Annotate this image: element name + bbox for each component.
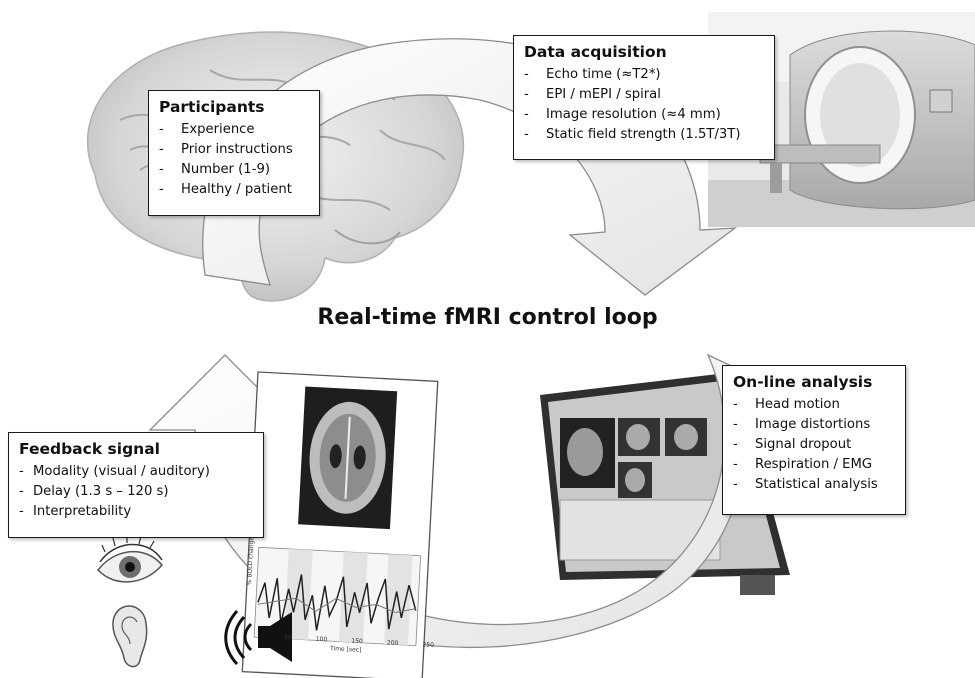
list-item: -Head motion — [733, 397, 840, 412]
feedback-signal-list: -Modality (visual / auditory) -Delay (1.… — [19, 462, 253, 522]
online-analysis-box: On-line analysis -Head motion -Image dis… — [722, 365, 906, 515]
plot-tick: 200 — [386, 639, 399, 648]
data-acquisition-list: -Echo time (≈T2*) -EPI / mEPI / spiral -… — [524, 65, 764, 145]
list-item: -Experience — [159, 122, 255, 137]
participants-list: -Experience -Prior instructions -Number … — [159, 120, 309, 200]
list-item: -Healthy / patient — [159, 182, 292, 197]
list-item: -Number (1-9) — [159, 162, 270, 177]
list-item: -Interpretability — [19, 504, 132, 519]
data-acquisition-box: Data acquisition -Echo time (≈T2*) -EPI … — [513, 35, 775, 160]
speaker-icon — [224, 610, 292, 666]
list-item: -EPI / mEPI / spiral — [524, 87, 661, 102]
list-item: -Echo time (≈T2*) — [524, 67, 661, 82]
list-item: -Delay (1.3 s – 120 s) — [19, 484, 169, 499]
list-item: -Image distortions — [733, 417, 871, 432]
list-item: -Signal dropout — [733, 437, 852, 452]
participants-heading: Participants — [159, 98, 265, 116]
data-acquisition-heading: Data acquisition — [524, 43, 667, 61]
plot-tick: 250 — [422, 641, 435, 649]
list-item: -Static field strength (1.5T/3T) — [524, 127, 741, 142]
participants-box: Participants -Experience -Prior instruct… — [148, 90, 320, 216]
plot-tick: 50 — [283, 634, 292, 642]
online-analysis-heading: On-line analysis — [733, 373, 873, 391]
list-item: -Statistical analysis — [733, 477, 878, 492]
plot-tick: 150 — [351, 637, 363, 646]
feedback-signal-box: Feedback signal -Modality (visual / audi… — [8, 432, 264, 538]
plot-tick: 100 — [315, 635, 328, 644]
list-item: -Modality (visual / auditory) — [19, 464, 210, 479]
online-analysis-list: -Head motion -Image distortions -Signal … — [733, 395, 895, 495]
feedback-signal-heading: Feedback signal — [19, 440, 160, 458]
feedback-panel-image — [241, 371, 439, 678]
list-item: -Prior instructions — [159, 142, 293, 157]
ear-icon — [112, 605, 148, 668]
list-item: -Respiration / EMG — [733, 457, 873, 472]
diagram-title: Real-time fMRI control loop — [317, 305, 658, 330]
list-item: -Image resolution (≈4 mm) — [524, 107, 721, 122]
eye-icon — [97, 535, 163, 583]
